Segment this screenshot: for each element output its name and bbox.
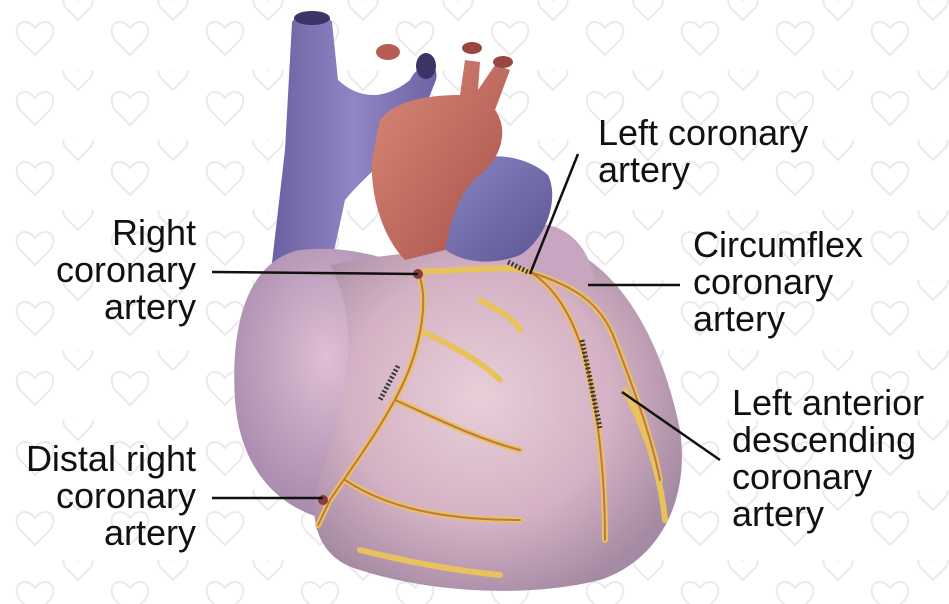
label-line: descending: [732, 421, 924, 458]
label-line: Left coronary: [598, 114, 808, 151]
label-line: artery: [598, 151, 808, 188]
label-line: Circumflex: [693, 226, 863, 263]
label-line: Distal right: [4, 440, 196, 477]
label-line: artery: [20, 288, 196, 325]
label-line: coronary: [693, 263, 863, 300]
label-right-coronary-artery: Right coronary artery: [20, 214, 196, 325]
label-line: artery: [732, 495, 924, 532]
label-line: Right: [20, 214, 196, 251]
label-left-anterior-descending-coronary-artery: Left anterior descending coronary artery: [732, 384, 924, 532]
label-line: coronary: [732, 458, 924, 495]
label-line: Left anterior: [732, 384, 924, 421]
label-line: coronary: [4, 477, 196, 514]
label-left-coronary-artery: Left coronary artery: [598, 114, 808, 188]
label-distal-right-coronary-artery: Distal right coronary artery: [4, 440, 196, 551]
label-line: coronary: [20, 251, 196, 288]
label-line: artery: [4, 514, 196, 551]
label-circumflex-coronary-artery: Circumflex coronary artery: [693, 226, 863, 337]
label-line: artery: [693, 300, 863, 337]
